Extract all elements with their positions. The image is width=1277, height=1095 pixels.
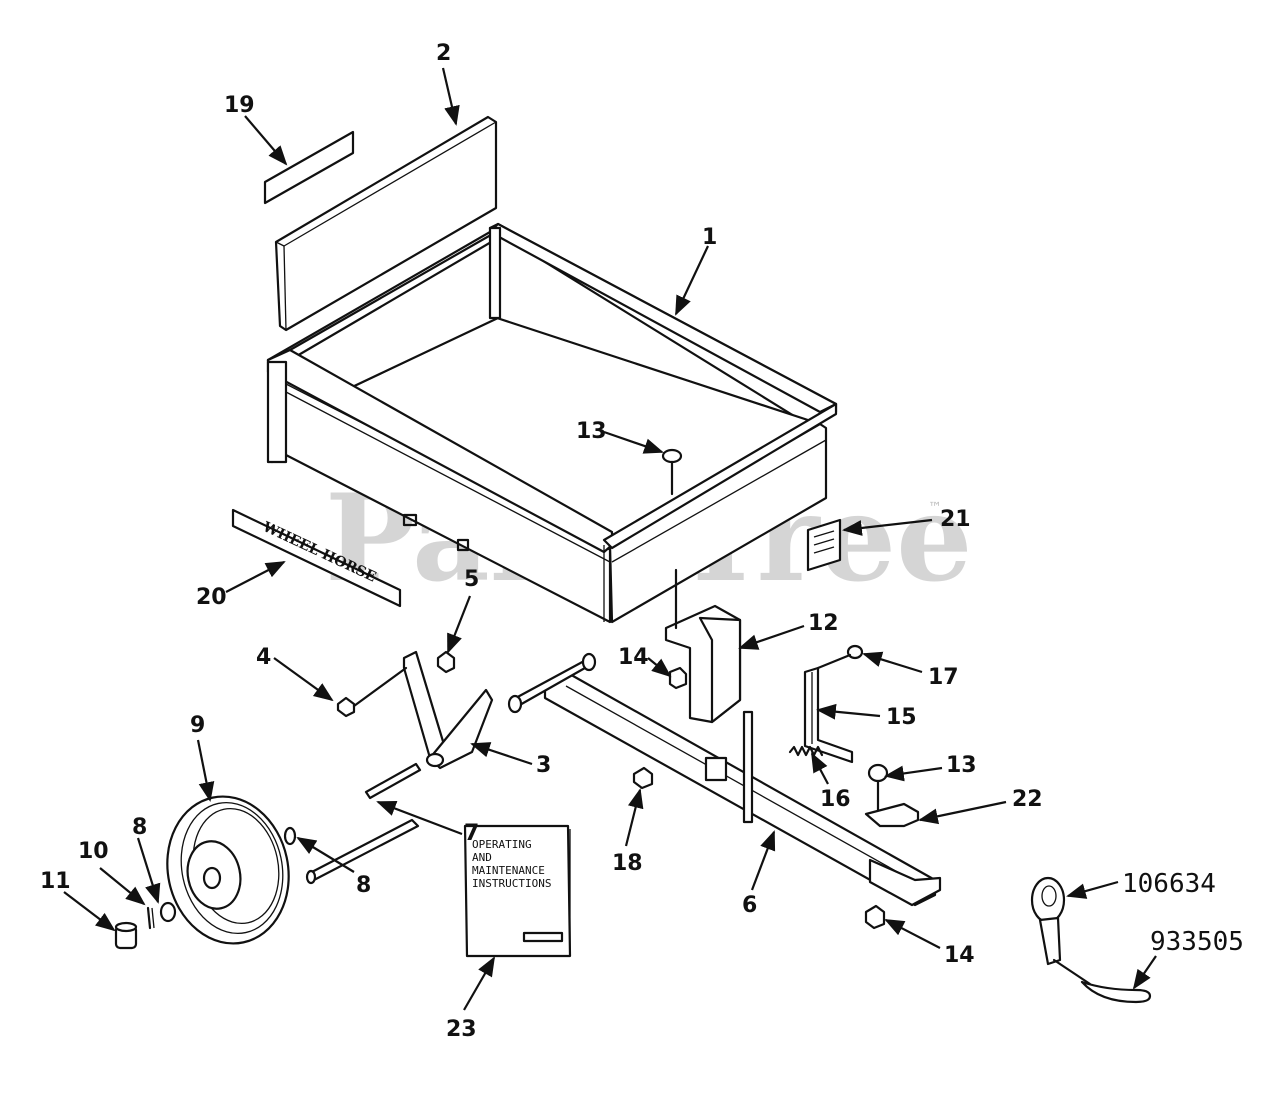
manual-line-2: AND bbox=[472, 851, 492, 864]
part-14-nut-upper[interactable] bbox=[668, 666, 688, 690]
part-23-manual[interactable]: OPERATING AND MAINTENANCE INSTRUCTIONS bbox=[463, 824, 572, 958]
callout-106634[interactable]: 106634 bbox=[1122, 869, 1216, 899]
callout-23[interactable]: 23 bbox=[446, 1017, 477, 1042]
part-106634-hitch-pin[interactable] bbox=[1030, 876, 1066, 966]
part-7-axle[interactable] bbox=[305, 762, 422, 885]
part-13-bolt-upper[interactable] bbox=[661, 448, 683, 496]
manual-line-3: MAINTENANCE bbox=[472, 864, 545, 877]
part-21-decal[interactable] bbox=[806, 518, 842, 572]
callout-7[interactable]: 7 bbox=[464, 821, 479, 846]
callout-14-upper[interactable]: 14 bbox=[618, 645, 649, 670]
part-19-decal[interactable] bbox=[263, 130, 355, 205]
callout-933505[interactable]: 933505 bbox=[1150, 927, 1244, 957]
callout-5[interactable]: 5 bbox=[464, 567, 479, 592]
part-6-frame[interactable] bbox=[507, 652, 942, 907]
callout-13-upper[interactable]: 13 bbox=[576, 419, 607, 444]
part-15-lever[interactable] bbox=[803, 666, 854, 764]
callout-labels: 2 19 1 13 21 20 5 4 12 14 17 15 3 16 13 … bbox=[40, 41, 1244, 1042]
callout-15[interactable]: 15 bbox=[886, 705, 917, 730]
part-13-bolt-lower[interactable] bbox=[867, 763, 889, 814]
callout-4[interactable]: 4 bbox=[256, 645, 271, 670]
callout-20[interactable]: 20 bbox=[196, 585, 227, 610]
watermark-trademark: ™ bbox=[928, 500, 942, 516]
callout-6[interactable]: 6 bbox=[742, 893, 757, 918]
callout-3[interactable]: 3 bbox=[536, 753, 551, 778]
callout-8-inner[interactable]: 8 bbox=[356, 873, 371, 898]
callout-17[interactable]: 17 bbox=[928, 665, 959, 690]
callout-9[interactable]: 9 bbox=[190, 713, 205, 738]
part-14-nut-lower[interactable] bbox=[864, 904, 886, 930]
part-22-plate[interactable] bbox=[864, 802, 920, 828]
callout-1[interactable]: 1 bbox=[702, 225, 717, 250]
part-17-bolt[interactable] bbox=[816, 644, 864, 670]
manual-line-4: INSTRUCTIONS bbox=[472, 877, 551, 890]
callout-11[interactable]: 11 bbox=[40, 869, 71, 894]
part-16-spring[interactable] bbox=[788, 745, 824, 757]
manual-line-1: OPERATING bbox=[472, 838, 532, 851]
callout-2[interactable]: 2 bbox=[436, 41, 451, 66]
part-9-wheel[interactable] bbox=[154, 785, 302, 955]
part-2-tailgate[interactable] bbox=[274, 115, 498, 332]
leader-lines bbox=[63, 67, 1157, 1011]
part-18-nut[interactable] bbox=[632, 766, 654, 790]
part-1-dump-box[interactable] bbox=[266, 222, 838, 624]
part-8-washer-outer[interactable] bbox=[159, 901, 177, 923]
part-4-bolt[interactable] bbox=[336, 666, 408, 718]
part-10-cotter-pin[interactable] bbox=[146, 906, 155, 930]
part-11-hub-cap[interactable] bbox=[114, 921, 138, 950]
callout-22[interactable]: 22 bbox=[1012, 787, 1043, 812]
callout-12[interactable]: 12 bbox=[808, 611, 839, 636]
callout-13-lower[interactable]: 13 bbox=[946, 753, 977, 778]
callout-10[interactable]: 10 bbox=[78, 839, 109, 864]
callout-18[interactable]: 18 bbox=[612, 851, 643, 876]
part-8-washer-inner[interactable] bbox=[283, 826, 297, 846]
callout-8-outer[interactable]: 8 bbox=[132, 815, 147, 840]
callout-19[interactable]: 19 bbox=[224, 93, 255, 118]
callout-16[interactable]: 16 bbox=[820, 787, 851, 812]
callout-21[interactable]: 21 bbox=[940, 507, 971, 532]
part-5-nut[interactable] bbox=[436, 650, 456, 674]
part-3-axle-bracket[interactable] bbox=[402, 650, 494, 770]
callout-14-lower[interactable]: 14 bbox=[944, 943, 975, 968]
part-933505-hair-pin[interactable] bbox=[1052, 958, 1152, 1004]
part-12-bracket[interactable] bbox=[664, 568, 742, 724]
